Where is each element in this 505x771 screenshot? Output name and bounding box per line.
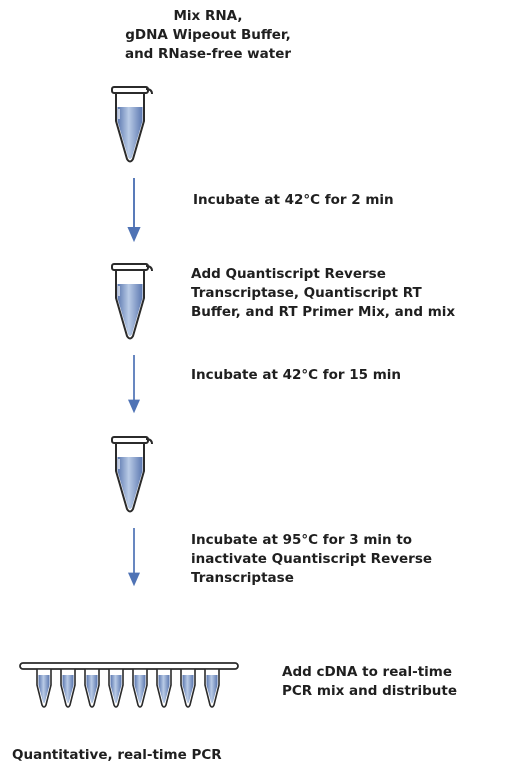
step-add-rt-components: Add Quantiscript Reverse Transcriptase, … (191, 266, 456, 320)
step-incubate-95c-3min: Incubate at 95°C for 3 min to inactivate… (191, 532, 433, 586)
bottom-label: Quantitative, real-time PCR (12, 747, 222, 763)
microcentrifuge-tube-icon (111, 263, 153, 340)
start-label: Mix RNA, gDNA Wipeout Buffer, and RNase-… (124, 8, 292, 62)
pcr-strip-tubes-icon (19, 662, 239, 708)
down-arrow-icon (127, 528, 141, 588)
down-arrow-icon (127, 355, 141, 415)
step-incubate-42c-2min: Incubate at 42°C for 2 min (193, 192, 394, 208)
step-incubate-42c-15min: Incubate at 42°C for 15 min (191, 367, 402, 383)
step-add-cdna: Add cDNA to real-time PCR mix and distri… (282, 664, 458, 699)
down-arrow-icon (126, 178, 142, 244)
microcentrifuge-tube-icon (111, 86, 153, 163)
microcentrifuge-tube-icon (111, 436, 153, 513)
